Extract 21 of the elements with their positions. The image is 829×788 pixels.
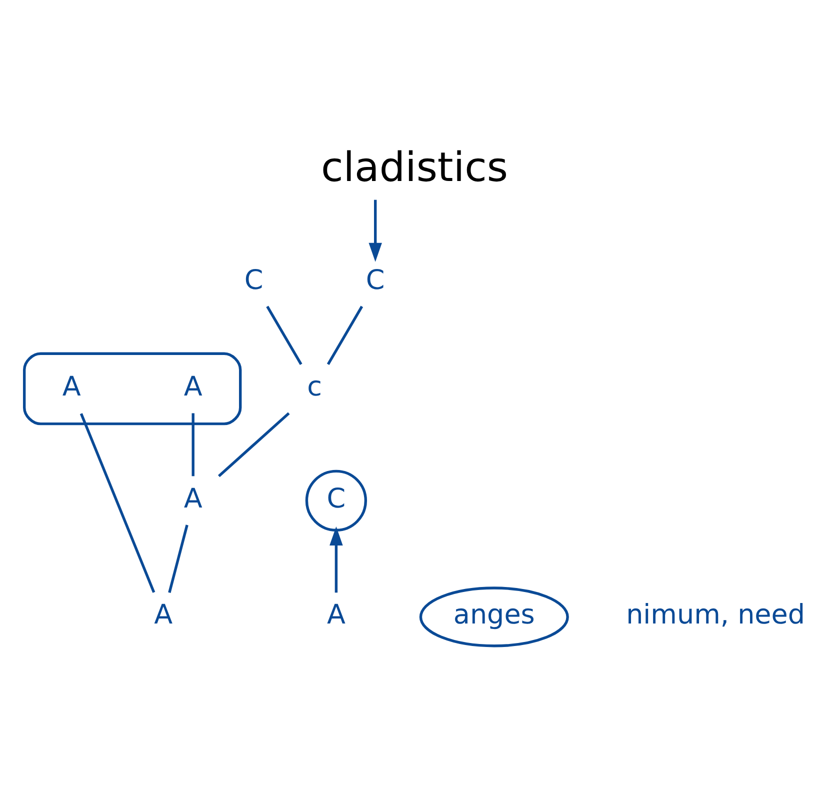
cluster	[23, 352, 242, 425]
connector	[218, 412, 290, 477]
connector	[266, 305, 302, 364]
connector	[192, 412, 194, 476]
node-text: A	[184, 370, 202, 402]
arrow	[368, 199, 382, 262]
node-text: A	[326, 599, 346, 630]
node-text: A	[184, 482, 202, 514]
node-text: C	[366, 264, 385, 296]
connector	[80, 412, 156, 592]
connector	[326, 305, 364, 364]
node-text: A	[62, 370, 81, 402]
node-text: A	[154, 599, 173, 630]
arrow	[330, 526, 343, 592]
diagram-title: cladistics	[321, 142, 508, 191]
node-text: C	[244, 264, 264, 296]
node-ellipse: anges	[419, 586, 569, 647]
node-circle: C	[305, 469, 368, 531]
connector	[168, 524, 188, 592]
label: nimum, need	[626, 599, 806, 630]
node-text: c	[307, 370, 322, 402]
